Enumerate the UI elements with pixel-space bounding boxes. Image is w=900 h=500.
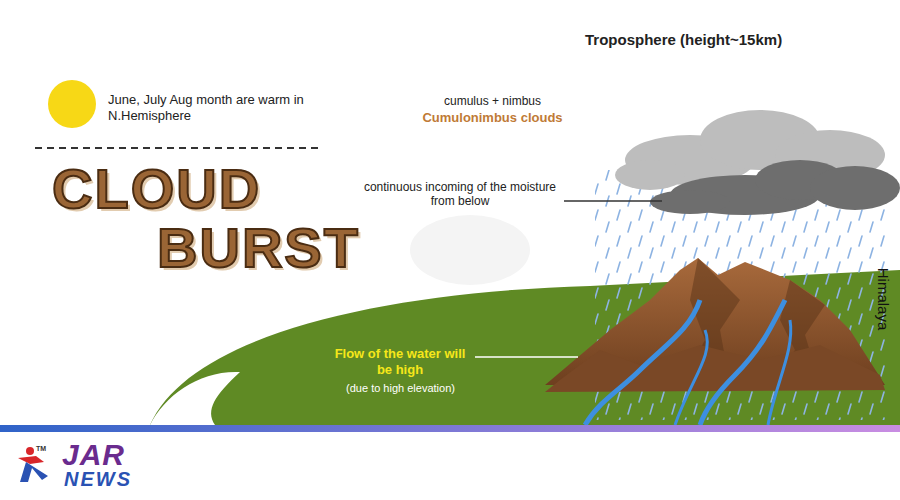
callout: continuous incoming of the moisture from… bbox=[360, 180, 560, 209]
region-label: Himalaya bbox=[874, 259, 892, 339]
cloud-label: Cumulonimbus clouds bbox=[400, 110, 585, 126]
dark-cloud bbox=[650, 160, 900, 215]
title: CLOUD BURST bbox=[52, 160, 382, 278]
leader-line bbox=[475, 356, 578, 358]
layer-label: Troposphere (height~15km) bbox=[585, 31, 782, 49]
divider bbox=[35, 147, 318, 149]
footer-bar bbox=[0, 425, 900, 432]
callout: Flow of the water will be high bbox=[330, 346, 470, 377]
logo-text: JAR bbox=[62, 440, 125, 470]
sun bbox=[48, 80, 96, 128]
note: (due to high elevation) bbox=[318, 382, 483, 395]
cloud-label: cumulus + nimbus bbox=[400, 94, 585, 108]
logo-icon bbox=[18, 447, 48, 482]
trademark: TM bbox=[36, 445, 46, 453]
leader-line bbox=[564, 200, 662, 202]
logo-text: NEWS bbox=[64, 469, 132, 489]
note: June, July Aug month are warm in N.Hemis… bbox=[108, 92, 318, 123]
